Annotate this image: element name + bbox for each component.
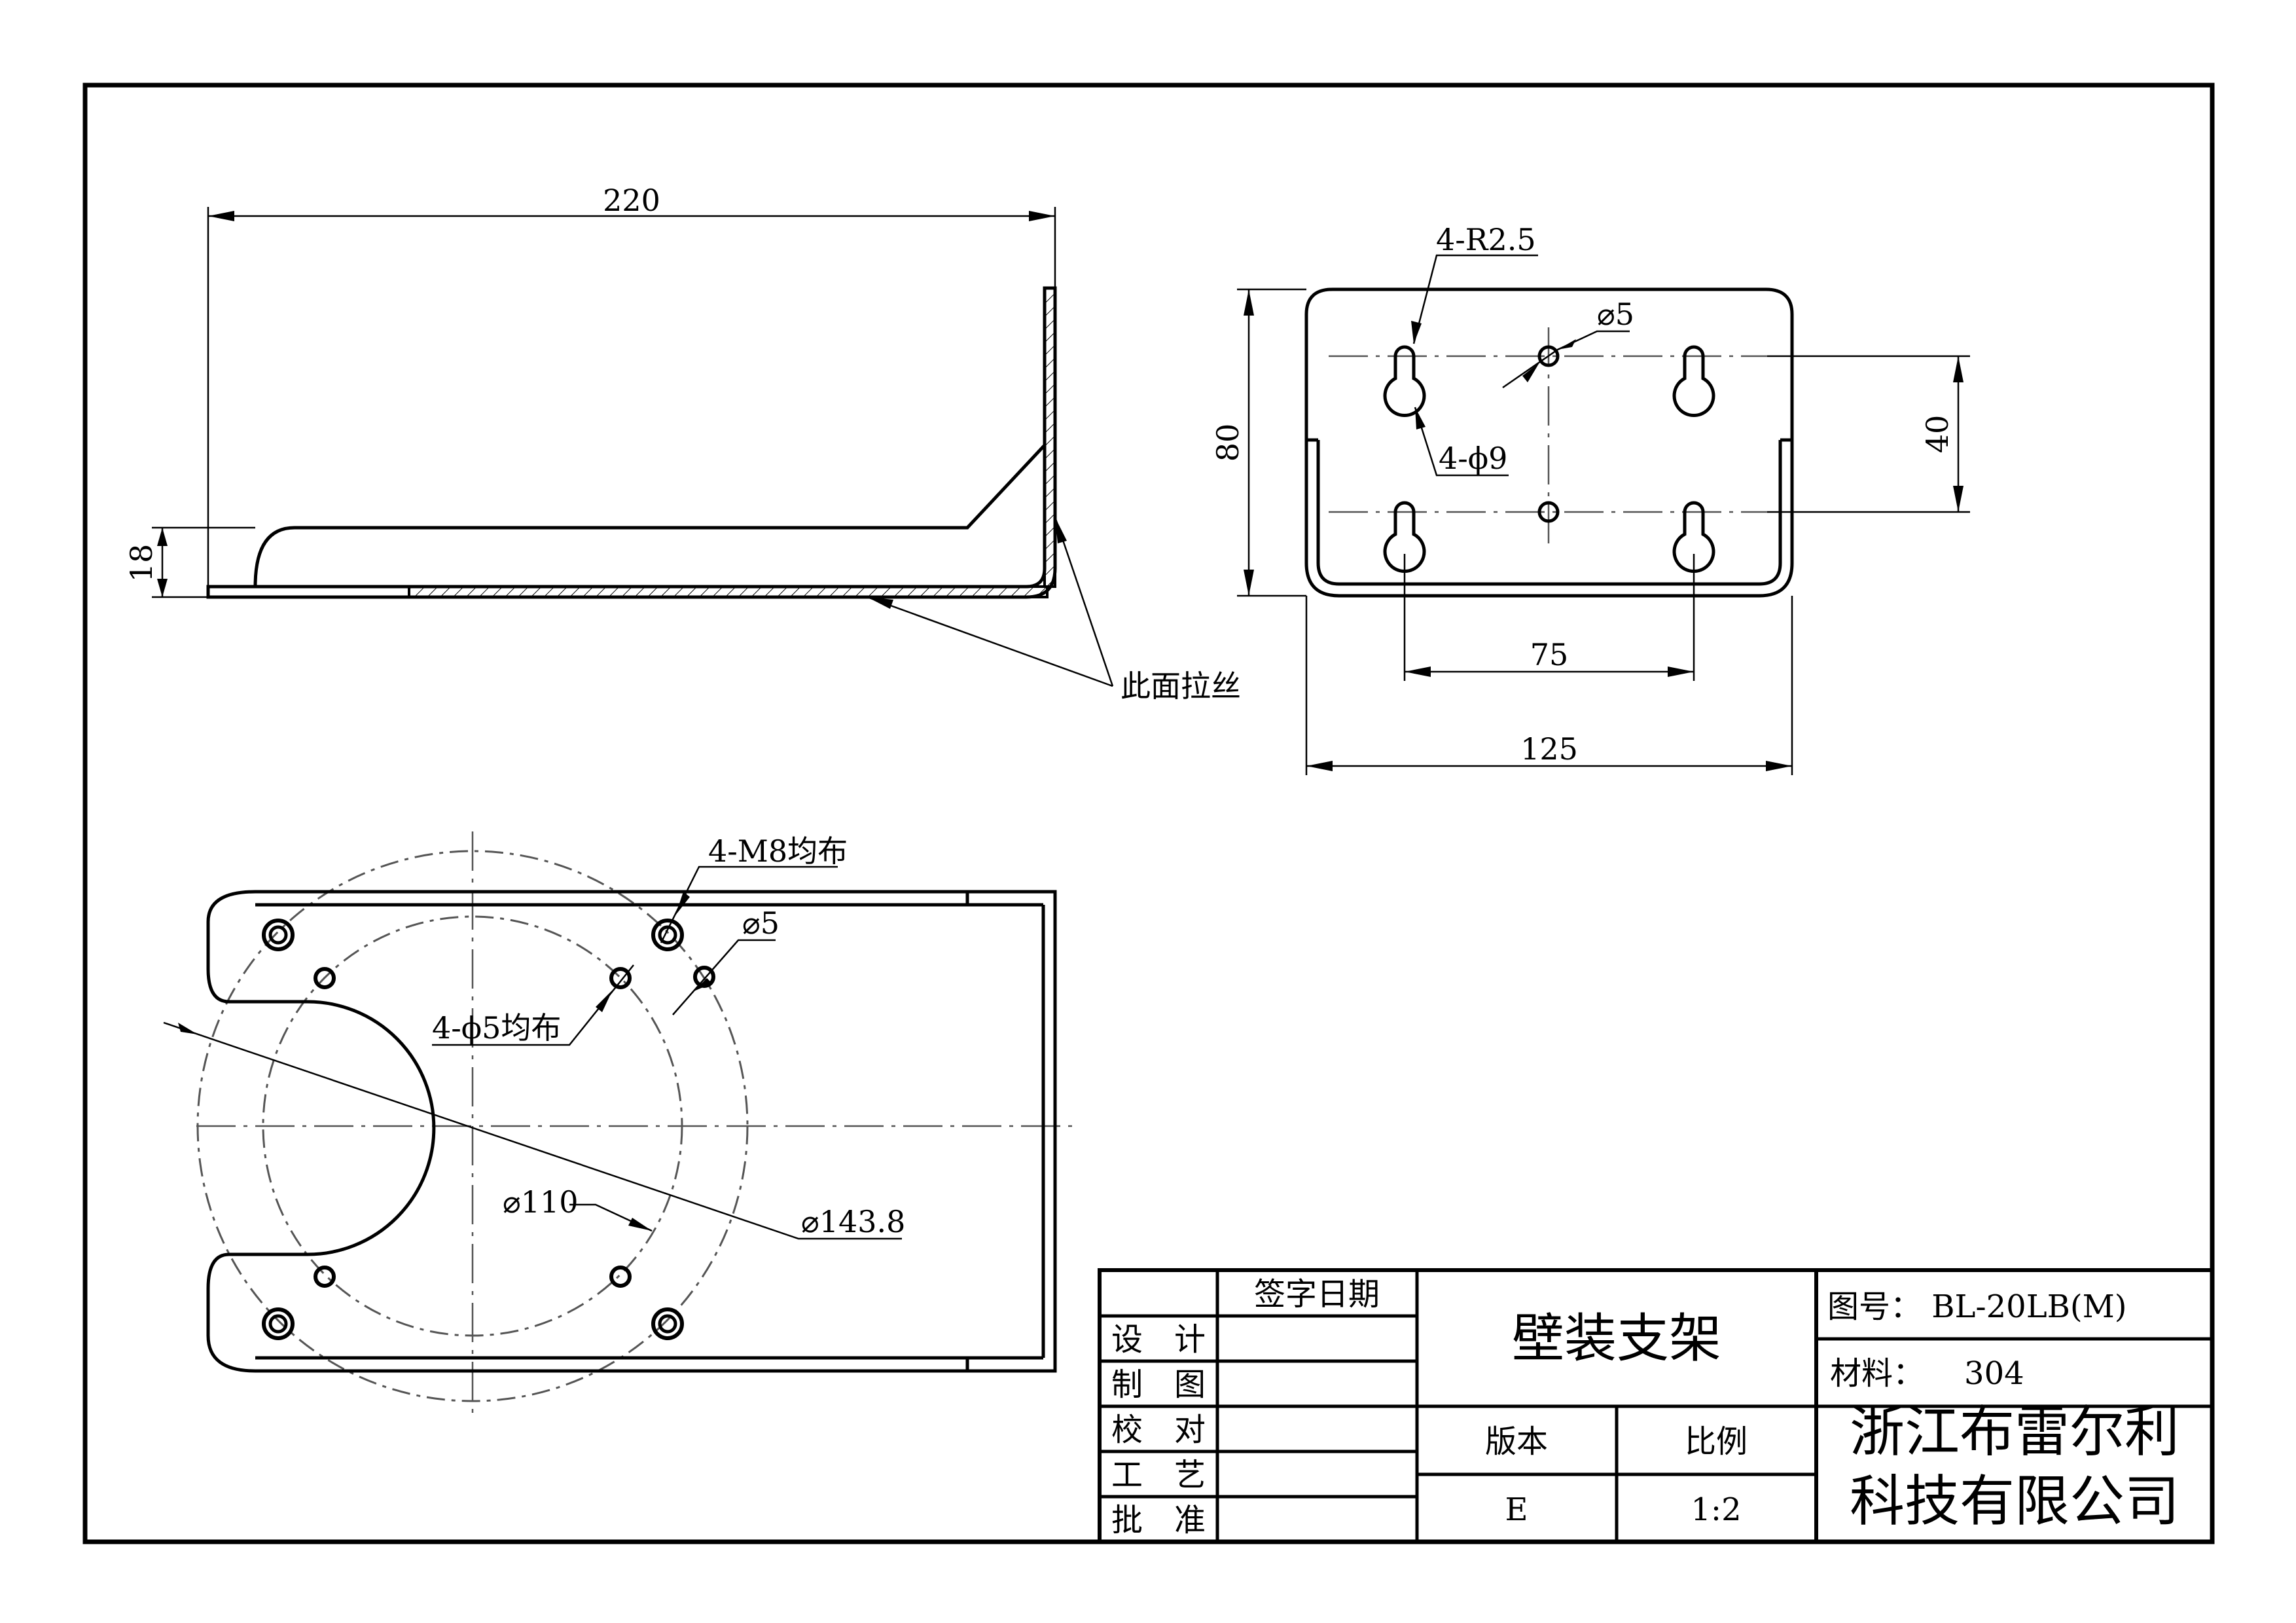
title-role-approve: 批 准 — [1111, 1502, 1206, 1539]
m8-hole — [651, 1307, 684, 1340]
front-dim-r25: 4-R2.5 — [1436, 222, 1536, 257]
title-sign-date-header: 签字日期 — [1254, 1276, 1380, 1313]
d5-hole — [609, 1266, 632, 1288]
title-drawing-number: 图号： BL-20LB(M) — [1827, 1288, 2126, 1325]
title-material: 材料： 304 — [1830, 1355, 2024, 1392]
top-dim-d5: ⌀5 — [742, 905, 780, 941]
title-role-process: 工 艺 — [1111, 1457, 1206, 1493]
title-scale-value: 1:2 — [1691, 1491, 1741, 1528]
front-dim-75: 75 — [1530, 637, 1569, 672]
top-view: 4-M8均布 ⌀5 4-ϕ5均布 ⌀110 ⌀143.8 — [163, 831, 1073, 1414]
title-block: 签字日期 设 计 制 图 校 对 工 艺 批 准 壁装支架 版本 比例 E 1:… — [1098, 1268, 2214, 1544]
title-role-draw: 制 图 — [1111, 1366, 1206, 1403]
side-view: 220 18 此面拉丝 — [124, 183, 1241, 704]
d5-hole — [609, 967, 632, 989]
side-dim-220: 220 — [603, 183, 660, 218]
title-version-value: E — [1505, 1491, 1528, 1528]
front-view-outline — [1304, 287, 1794, 598]
top-view-outline — [206, 890, 1057, 1373]
title-role-design: 设 计 — [1111, 1321, 1206, 1358]
top-dim-d5-holes: 4-ϕ5均布 — [432, 1010, 561, 1046]
keyhole-slot — [1383, 501, 1426, 573]
title-version-label: 版本 — [1485, 1423, 1548, 1460]
front-dim-80: 80 — [1210, 424, 1246, 462]
front-dim-d5: ⌀5 — [1597, 297, 1634, 332]
keyhole-slot — [1383, 345, 1426, 417]
m8-hole — [651, 919, 684, 951]
keyhole-slot — [1672, 501, 1715, 573]
keyhole-slot — [1672, 345, 1715, 417]
d5-hole — [314, 967, 336, 989]
side-dim-18: 18 — [124, 544, 159, 583]
side-note-brushed: 此面拉丝 — [1121, 668, 1241, 704]
front-small-hole — [1537, 345, 1560, 367]
top-dim-d110: ⌀110 — [503, 1184, 579, 1220]
title-role-check: 校 对 — [1111, 1412, 1206, 1448]
d5-hole — [314, 1266, 336, 1288]
title-company-line1: 浙江布雷尔利 — [1850, 1400, 2179, 1464]
front-view: 4-R2.5 ⌀5 4-ϕ9 80 40 75 — [1210, 222, 1970, 775]
side-view-bottom-section — [408, 585, 1049, 598]
side-view-outline — [206, 286, 1057, 599]
front-dim-125: 125 — [1520, 731, 1578, 767]
title-company-line2: 科技有限公司 — [1850, 1469, 2179, 1533]
front-small-hole — [1537, 501, 1560, 523]
title-scale-label: 比例 — [1685, 1423, 1748, 1460]
top-dim-m8: 4-M8均布 — [708, 833, 848, 869]
m8-hole — [262, 919, 295, 951]
front-dim-40: 40 — [1920, 415, 1955, 454]
front-dim-d9: 4-ϕ9 — [1439, 441, 1507, 476]
top-dim-d143: ⌀143.8 — [801, 1204, 905, 1239]
side-view-rib — [253, 444, 1046, 587]
m8-hole — [262, 1307, 295, 1340]
side-view-vertical-section — [1043, 287, 1056, 588]
title-part-name: 壁装支架 — [1512, 1308, 1721, 1369]
